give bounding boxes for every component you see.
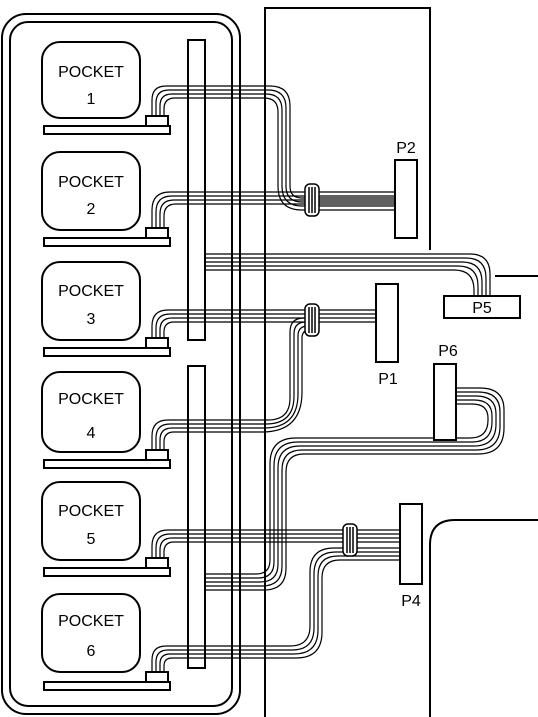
- connector-label-p4: P4: [401, 593, 421, 610]
- pocket-label-line1: POCKET: [58, 503, 124, 520]
- cable-clamp-middle: [304, 303, 320, 337]
- pocket-box: [41, 261, 141, 341]
- pocket-6: POCKET 6: [41, 593, 171, 691]
- chassis-outer-frame: [1, 13, 241, 715]
- pocket-plug: [145, 227, 169, 239]
- connector-p5: [443, 295, 521, 319]
- pocket-tray: [43, 237, 171, 247]
- pocket-box: [41, 151, 141, 231]
- pocket-label-line2: 5: [87, 531, 96, 548]
- connector-labels: P2 P1 P5 P6 P4: [378, 140, 492, 610]
- pocket-5: POCKET 5: [41, 481, 171, 577]
- pocket-tray: [43, 347, 171, 357]
- pocket-tray: [43, 567, 171, 577]
- chassis-inner-frame: [9, 21, 233, 707]
- pockets: POCKET 1 POCKET 2 POCKET 3 POCKET 4: [41, 41, 171, 691]
- connector-label-p6: P6: [438, 343, 458, 360]
- pocket-label-line2: 2: [87, 201, 96, 218]
- cable-pocket4-p1: [151, 317, 311, 456]
- pocket-label-line1: POCKET: [58, 283, 124, 300]
- pocket-tray: [43, 681, 171, 691]
- cable-clamps: [304, 183, 358, 557]
- pocket-2: POCKET 2: [41, 151, 171, 247]
- pocket-4: POCKET 4: [41, 371, 171, 469]
- pocket-box: [41, 481, 141, 561]
- pocket-plug: [145, 337, 169, 349]
- pocket-plug: [145, 449, 169, 461]
- connector-p1: [375, 283, 399, 363]
- cable-pocket5-p4: [151, 529, 400, 564]
- cable-bus-p5: [205, 253, 491, 296]
- cable-bus-p6: [205, 387, 505, 591]
- pocket-label-line1: POCKET: [58, 64, 124, 81]
- pocket-box: [41, 371, 141, 453]
- right-board-lower-outline: [429, 519, 538, 717]
- connector-label-p5: P5: [472, 300, 492, 317]
- pocket-1: POCKET 1: [41, 41, 171, 135]
- bus-bars: [187, 39, 206, 669]
- connector-p6: [433, 363, 457, 441]
- pocket-plug: [145, 115, 169, 127]
- connector-p2: [394, 159, 418, 239]
- connector-label-p2: P2: [396, 140, 416, 157]
- cables: [151, 85, 505, 674]
- pocket-label-line1: POCKET: [58, 174, 124, 191]
- pocket-label-line2: 3: [87, 311, 96, 328]
- connector-label-p1: P1: [378, 371, 398, 388]
- pocket-box: [41, 41, 141, 119]
- cable-clamp-upper: [304, 183, 320, 217]
- pocket-label-line2: 1: [87, 91, 96, 108]
- bus-bar-upper: [187, 39, 206, 341]
- cable-pocket6-p4: [151, 547, 400, 674]
- pocket-tray: [43, 459, 171, 469]
- pocket-plug: [145, 671, 169, 683]
- pocket-box: [41, 593, 141, 673]
- chassis: [1, 13, 241, 715]
- pocket-3: POCKET 3: [41, 261, 171, 357]
- connectors: [375, 159, 521, 585]
- pocket-label-line2: 4: [87, 425, 96, 442]
- pocket-label-line2: 6: [87, 643, 96, 660]
- right-board: [264, 7, 538, 717]
- pocket-label-line1: POCKET: [58, 613, 124, 630]
- bus-bar-lower: [187, 365, 206, 669]
- right-board-outline: [264, 7, 431, 717]
- pocket-label-line1: POCKET: [58, 391, 124, 408]
- pocket-plug: [145, 557, 169, 569]
- cable-pocket3-p1: [151, 309, 376, 344]
- pocket-tray: [43, 125, 171, 135]
- connector-p4: [399, 503, 423, 585]
- cable-clamp-lower: [342, 523, 358, 557]
- cable-pocket2-p2: [151, 191, 395, 234]
